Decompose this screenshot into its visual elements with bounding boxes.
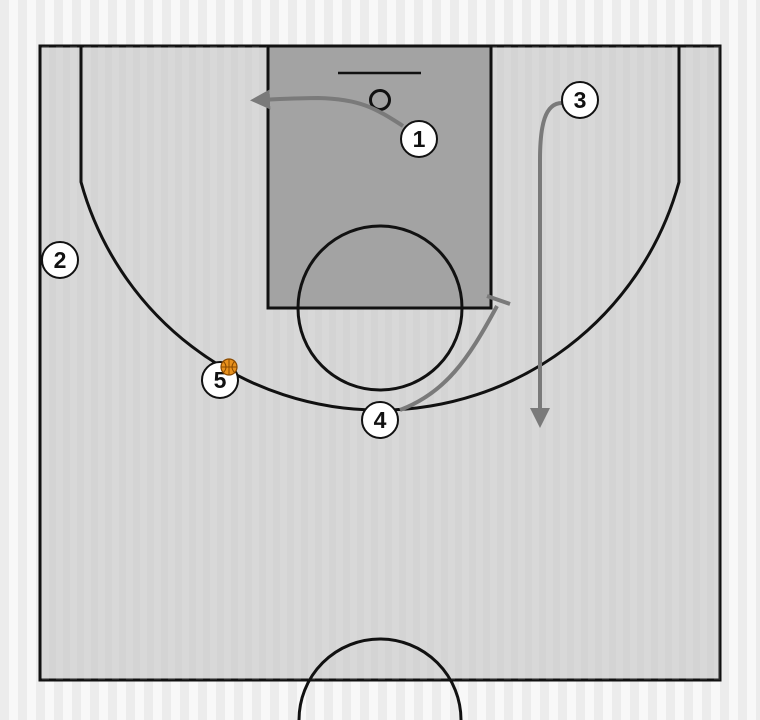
player-4-marker[interactable]: 4 [361,401,399,439]
player-5-label: 5 [214,367,227,393]
basketball-icon [220,358,238,376]
cut-arrow-player-1 [250,89,405,128]
screen-path-player-4 [399,305,499,412]
paint-area [266,44,493,310]
player-3-label: 3 [574,87,587,113]
center-circle [297,637,463,720]
cut-arrow-player-3 [530,101,563,428]
player-1-marker[interactable]: 1 [400,120,438,158]
basket-rim [369,89,391,111]
player-4-label: 4 [374,407,387,433]
screen-bar-player-4 [486,294,511,306]
player-2-marker[interactable]: 2 [41,241,79,279]
player-3-marker[interactable]: 3 [561,81,599,119]
free-throw-circle [296,224,464,392]
player-2-label: 2 [54,247,67,273]
player-1-label: 1 [413,126,426,152]
